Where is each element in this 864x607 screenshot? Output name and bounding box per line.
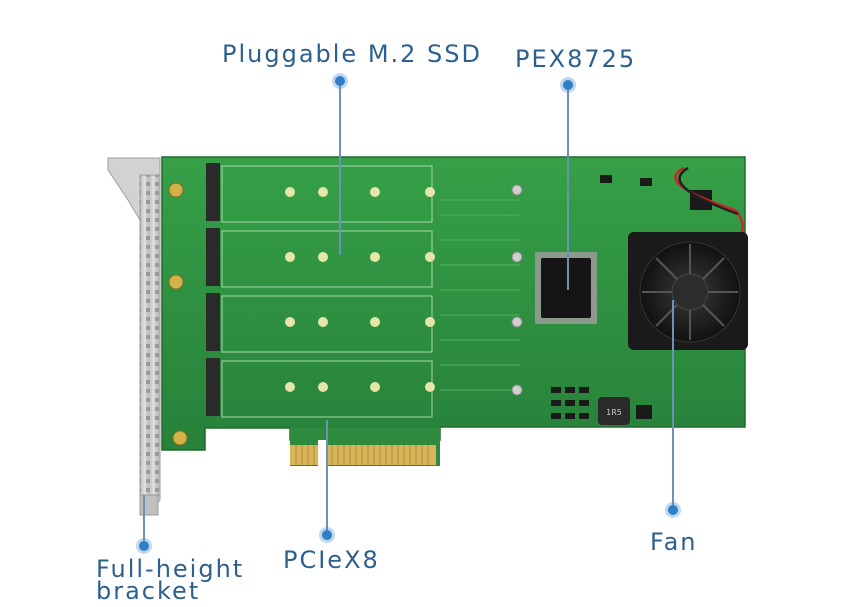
standoffs [511, 184, 523, 396]
pcie-label: PCIeX8 [283, 546, 380, 574]
pex8725-chip [535, 252, 597, 324]
pcie-callout-dot [322, 530, 332, 540]
m2-ssd-slots [168, 163, 435, 446]
inductor: 1R5 [598, 397, 630, 425]
bracket-label: Full-height bracket [96, 555, 245, 605]
ssd-callout-dot [335, 76, 345, 86]
cooling-fan [628, 232, 748, 350]
chip-callout-dot [563, 80, 573, 90]
full-height-bracket [107, 157, 161, 516]
fan-callout-dot [668, 505, 678, 515]
chip-callout-line [567, 84, 569, 290]
bracket-callout-line [143, 495, 145, 545]
gold-fingers [290, 445, 436, 465]
bracket-callout-dot [139, 541, 149, 551]
fan-label: Fan [650, 528, 698, 556]
pcie-callout-line [326, 420, 328, 535]
bracket-label-line2: bracket [96, 577, 201, 605]
svg-text:1R5: 1R5 [606, 408, 622, 417]
ssd-callout-line [339, 80, 341, 255]
pcb-traces [440, 199, 520, 391]
bracket-label-line1: Full-height [96, 555, 245, 583]
ssd-label: Pluggable M.2 SSD [222, 40, 483, 68]
chip-label: PEX8725 [515, 45, 637, 73]
fan-callout-line [672, 300, 674, 510]
pcb-board [161, 156, 746, 466]
